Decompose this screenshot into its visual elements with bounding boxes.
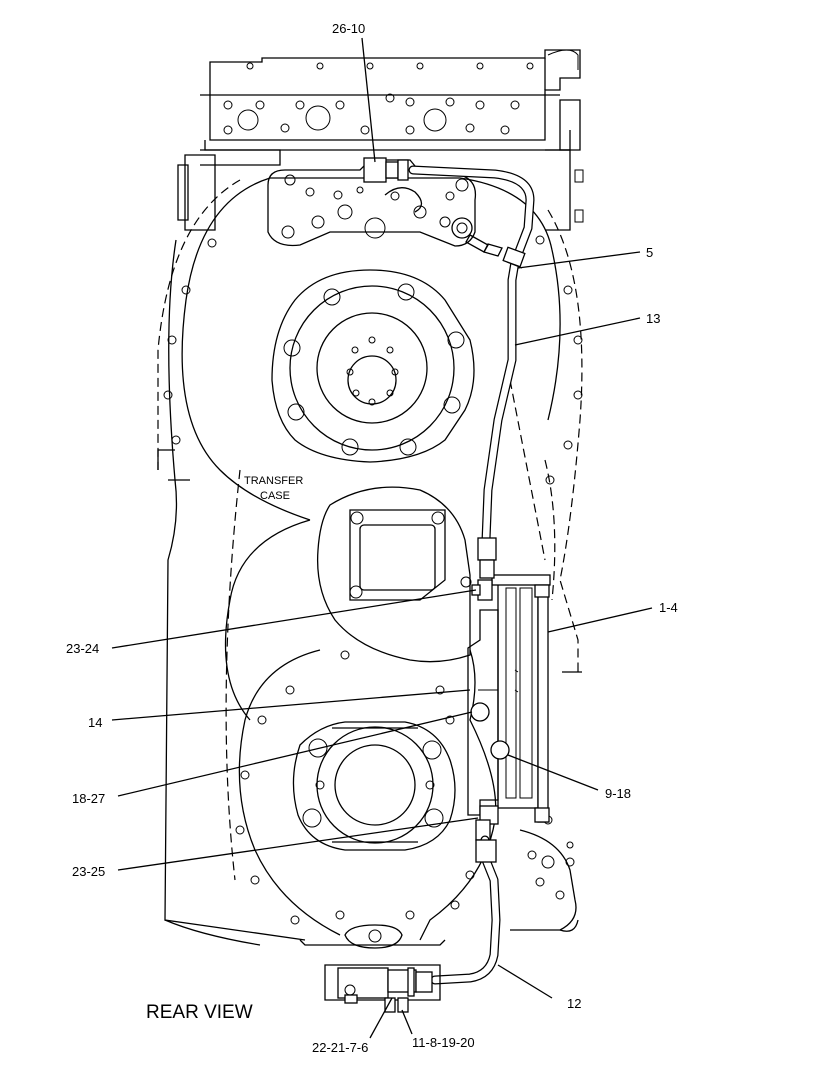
hose-12 <box>430 835 501 985</box>
filter-assembly <box>467 574 551 841</box>
left-bracket <box>177 149 281 231</box>
callout-22-21-7-6: 22-21-7-6 <box>312 1040 368 1055</box>
case-label-line1: TRANSFER <box>244 475 303 487</box>
upper-hose-fitting <box>451 217 489 253</box>
clamp-5 <box>483 243 526 269</box>
view-title: REAR VIEW <box>146 1002 253 1023</box>
callout-23-25: 23-25 <box>72 864 105 879</box>
middle-gear <box>316 486 472 663</box>
callout-12: 12 <box>567 996 581 1011</box>
callout-13: 13 <box>646 311 660 326</box>
callout-5: 5 <box>646 245 653 260</box>
callout-23-24: 23-24 <box>66 641 99 656</box>
callout-26-10: 26-10 <box>332 21 365 36</box>
callout-labels: 26-10 5 13 1-4 23-24 14 18-27 9-18 23-25… <box>66 21 678 1055</box>
hose-13 <box>408 165 535 579</box>
callout-18-27: 18-27 <box>72 791 105 806</box>
callout-1-4: 1-4 <box>659 600 678 615</box>
bottom-valve <box>324 964 441 1013</box>
lower-gear <box>292 721 456 851</box>
upper-housing <box>200 49 584 231</box>
callout-14: 14 <box>88 715 102 730</box>
upper-cover-plate <box>267 159 477 247</box>
callout-11-8-19-20: 11-8-19-20 <box>412 1035 475 1050</box>
leader-lines <box>111 37 653 1039</box>
upper-gear <box>271 269 475 463</box>
case-label-line2: CASE <box>260 490 290 502</box>
top-fitting <box>363 157 409 183</box>
callout-9-18: 9-18 <box>605 786 631 801</box>
main-housing <box>157 177 583 941</box>
lower-housing <box>164 519 579 949</box>
